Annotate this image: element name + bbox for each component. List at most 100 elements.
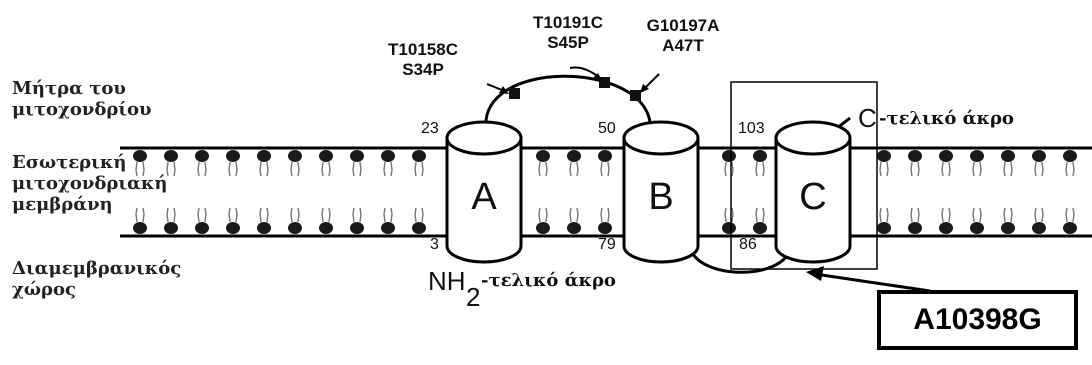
mutation-marker-s34p [509,88,520,99]
callout-arrow [815,274,930,291]
c-terminus-letter: C [858,103,877,134]
lipid-head [1063,150,1077,162]
lipid-tail [198,162,206,176]
lipid-head [412,150,426,162]
lipid-head [877,222,891,234]
residue-86: 86 [739,236,757,254]
helix-b-label: B [631,176,691,219]
lipid-tail [291,208,299,222]
lipid-head [381,222,395,234]
lipid-head [319,150,333,162]
residue-50: 50 [598,120,616,138]
lipid-tail [260,162,268,176]
c-terminus-text: -τελικό άκρο [879,108,1014,129]
lipid-head [412,222,426,234]
lipid-tail [911,162,919,176]
lipid-head [567,150,581,162]
lipid-head [195,222,209,234]
lipid-tail [570,208,578,222]
lipid-tail [167,162,175,176]
lipid-head [536,222,550,234]
inner-membrane-label: Εσωτερική μιτοχονδριακή μεμβράνη [12,152,167,215]
lipid-tail [353,162,361,176]
lipid-tail [539,208,547,222]
lipid-head [350,222,364,234]
lipid-bilayer [133,150,1077,234]
lipid-head [257,222,271,234]
lipid-tail [322,208,330,222]
lipid-tail [1066,208,1074,222]
lipid-tail [198,208,206,222]
lipid-tail [973,208,981,222]
lipid-tail [539,162,547,176]
lipid-head [722,222,736,234]
lipid-tail [942,208,950,222]
lipid-head [877,150,891,162]
matrix-loop [486,76,650,128]
lipid-tail [601,208,609,222]
lipid-tail [725,162,733,176]
lipid-head [133,222,147,234]
lipid-head [288,150,302,162]
lipid-head [970,222,984,234]
lipid-tail [756,208,764,222]
lipid-tail [880,162,888,176]
lipid-head [753,222,767,234]
lipid-head [908,150,922,162]
n-terminus-text: -τελικό άκρο [481,270,616,291]
lipid-head [939,150,953,162]
lipid-tail [942,162,950,176]
lipid-tail [570,162,578,176]
lipid-tail [384,208,392,222]
lipid-head [1032,150,1046,162]
residue-23: 23 [421,120,439,138]
lipid-head [753,150,767,162]
lipid-head [319,222,333,234]
lipid-head [1063,222,1077,234]
lipid-tail [973,162,981,176]
residue-103: 103 [738,120,765,138]
mutation-label-s34p: T10158C S34P [368,40,478,80]
mutation-label-a47t: G10197A A47T [628,16,738,56]
lipid-tail [353,208,361,222]
lipid-tail [229,162,237,176]
mutation-label-s45p: T10191C S45P [518,13,618,53]
lipid-head [939,222,953,234]
lipid-head [350,150,364,162]
lipid-head [257,150,271,162]
lipid-head [226,150,240,162]
lipid-head [381,150,395,162]
lipid-tail [601,162,609,176]
n-terminus-subscript: 2 [466,282,480,313]
intermembrane-label: Διαμεμβρανικός χώρος [12,258,181,300]
lipid-tail [1004,162,1012,176]
lipid-tail [1035,162,1043,176]
lipid-head [598,150,612,162]
helix-c-label: C [783,176,843,219]
lipid-head [970,150,984,162]
lipid-head [908,222,922,234]
lipid-tail [880,208,888,222]
lipid-head [536,150,550,162]
lipid-head [567,222,581,234]
lipid-head [164,222,178,234]
lipid-head [226,222,240,234]
lipid-head [1001,150,1015,162]
lipid-tail [384,162,392,176]
lipid-tail [415,162,423,176]
lipid-tail [415,208,423,222]
lipid-tail [725,208,733,222]
lipid-tail [1035,208,1043,222]
lipid-head [1032,222,1046,234]
lipid-tail [756,162,764,176]
residue-79: 79 [598,236,616,254]
lipid-head [722,150,736,162]
highlight-mutation-label: A10398G [877,290,1078,350]
lipid-head [598,222,612,234]
lipid-tail [322,162,330,176]
lipid-tail [229,208,237,222]
lipid-tail [167,208,175,222]
lipid-tail [260,208,268,222]
lipid-tail [1004,208,1012,222]
matrix-label: Μήτρα του μιτοχονδρίου [12,78,152,120]
